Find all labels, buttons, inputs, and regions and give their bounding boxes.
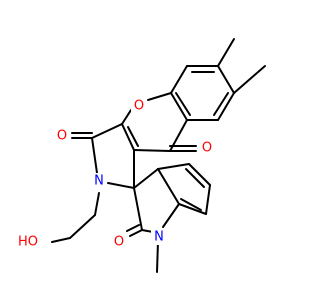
bond bbox=[157, 163, 190, 170]
bond-double-inner bbox=[175, 92, 191, 116]
svg-text:N: N bbox=[154, 230, 164, 245]
bond bbox=[51, 237, 71, 243]
bond bbox=[217, 92, 235, 121]
bond bbox=[129, 229, 143, 237]
bond bbox=[121, 123, 135, 151]
bond bbox=[178, 203, 207, 215]
pyrrole-nitrogen-label: N bbox=[91, 173, 107, 189]
bond-double-inner bbox=[213, 92, 229, 116]
indole-nitrogen-label: N bbox=[151, 229, 167, 245]
bond bbox=[217, 65, 235, 94]
bond bbox=[133, 168, 159, 189]
lactam-carbonyl-oxygen-label: O bbox=[54, 128, 70, 144]
bond bbox=[91, 123, 123, 139]
bond bbox=[170, 92, 188, 121]
svg-text:O: O bbox=[134, 99, 144, 114]
bond bbox=[107, 182, 135, 189]
molecule-structure: O O O N HO O N bbox=[14, 38, 266, 273]
bond-double-inner bbox=[127, 126, 139, 147]
svg-text:O: O bbox=[57, 129, 67, 144]
oxindole-carbonyl-oxygen-label: O bbox=[111, 234, 127, 250]
hydroxyl-label: HO bbox=[14, 234, 42, 250]
bond bbox=[69, 214, 96, 239]
bond bbox=[157, 168, 180, 205]
bond bbox=[156, 240, 159, 273]
bond bbox=[217, 38, 235, 67]
bond bbox=[147, 92, 172, 101]
bond bbox=[133, 149, 171, 152]
atom-label-layer: O O O N HO O N bbox=[14, 98, 215, 250]
ring-oxygen-label: O bbox=[131, 98, 147, 114]
bond-double-inner bbox=[185, 168, 205, 188]
bond bbox=[162, 203, 180, 228]
bond bbox=[91, 137, 98, 174]
bond bbox=[188, 163, 211, 186]
bond-layer bbox=[51, 38, 266, 273]
svg-text:O: O bbox=[114, 235, 124, 250]
bond-double-inner bbox=[180, 198, 202, 211]
chromone-carbonyl-oxygen-label: O bbox=[199, 140, 215, 156]
svg-text:N: N bbox=[94, 174, 104, 189]
svg-text:O: O bbox=[202, 141, 212, 156]
bond bbox=[205, 184, 211, 215]
bond bbox=[121, 109, 132, 125]
bond bbox=[233, 65, 266, 94]
bond bbox=[170, 65, 188, 94]
bond bbox=[133, 187, 143, 231]
bond bbox=[94, 192, 100, 216]
bond-double bbox=[126, 224, 140, 232]
svg-text:HO: HO bbox=[18, 235, 38, 250]
